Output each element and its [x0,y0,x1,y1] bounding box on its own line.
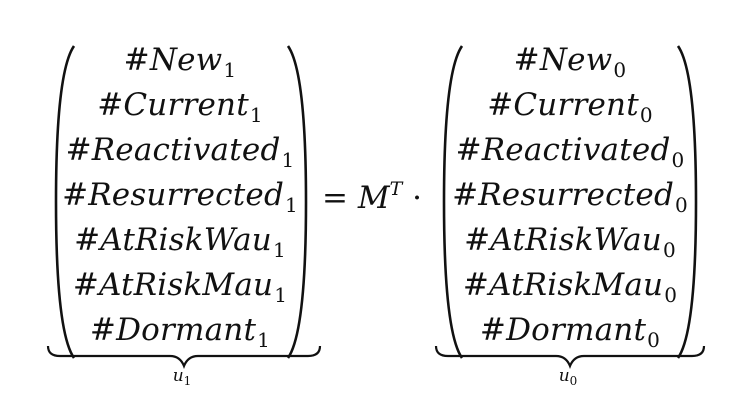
right-vector-underbrace [434,345,706,369]
right-vector-entry-current: #Current0 [487,87,653,127]
dot-operator: · [412,180,422,216]
right-vector-entry-reactivated: #Reactivated0 [455,132,685,172]
left-vector-close-paren [286,45,308,359]
left-vector-entry-reactivated: #Reactivated1 [65,132,295,172]
right-vector-entry-atriskmau: #AtRiskMau0 [462,267,678,307]
left-vector: #New1 #Current1 #Reactivated1 #Resurrect… [30,38,330,353]
right-vector-entry-atriskwau: #AtRiskWau0 [464,222,676,262]
right-vector: #New0 #Current0 #Reactivated0 #Resurrect… [420,38,720,353]
left-vector-entry-atriskmau: #AtRiskMau1 [72,267,288,307]
right-vector-open-paren [442,45,464,359]
right-vector-entry-new: #New0 [513,42,627,82]
left-vector-entry-resurrected: #Resurrected1 [62,177,298,217]
left-vector-label: u1 [172,366,192,388]
right-vector-entry-resurrected: #Resurrected0 [452,177,688,217]
left-vector-open-paren [54,45,76,359]
matrix-symbol: M [357,180,390,216]
equation-operator: = MT · [322,178,432,216]
right-vector-close-paren [676,45,698,359]
left-vector-underbrace [46,345,322,369]
left-vector-entry-new: #New1 [123,42,237,82]
left-vector-entry-atriskwau: #AtRiskWau1 [74,222,286,262]
left-vector-entry-dormant: #Dormant1 [89,312,271,352]
left-vector-entry-current: #Current1 [97,87,263,127]
equals-sign: = [322,180,348,216]
transpose-superscript: T [389,178,403,200]
right-vector-entry-dormant: #Dormant0 [479,312,661,352]
right-vector-label: u0 [558,366,578,388]
